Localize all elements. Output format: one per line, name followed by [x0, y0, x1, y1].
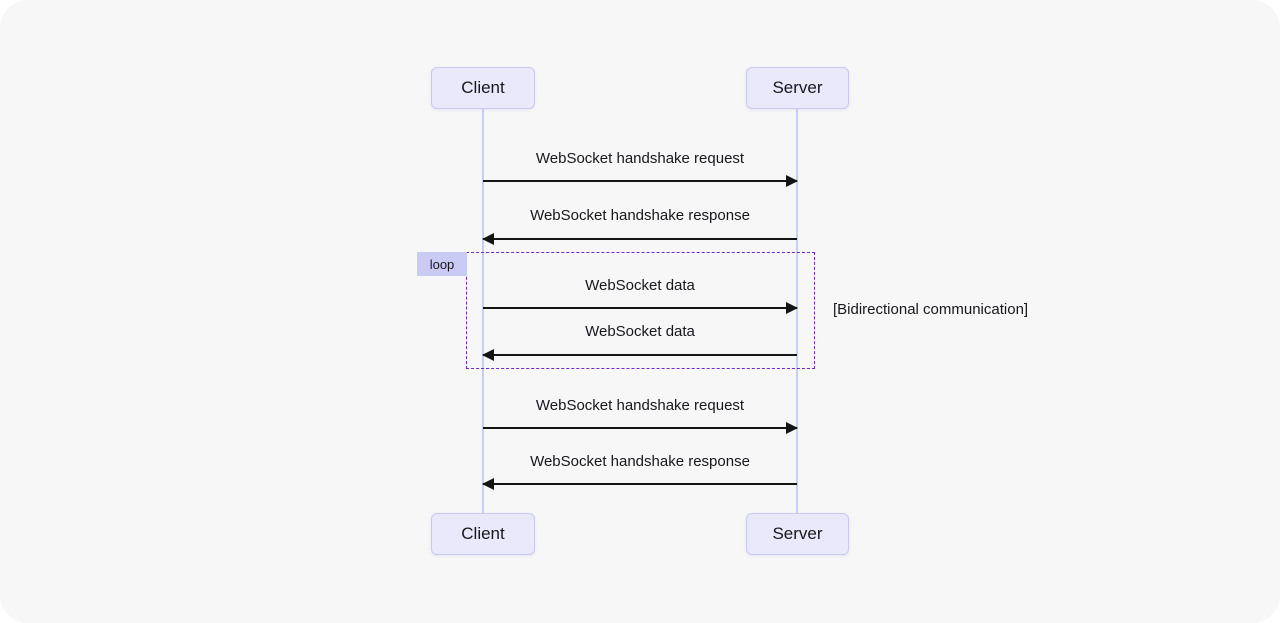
message-text: WebSocket handshake request	[535, 150, 745, 167]
message-arrow-left	[482, 233, 797, 245]
actor-server-bottom-label: Server	[772, 524, 823, 543]
message-text: WebSocket data	[585, 277, 695, 294]
message-arrow-left	[482, 349, 797, 361]
message-text: WebSocket handshake response	[530, 207, 750, 224]
message-arrow-right	[483, 302, 798, 314]
message-arrow-right	[483, 422, 798, 434]
loop-fragment-label: loop	[417, 252, 467, 276]
actor-client-top-label: Client	[461, 78, 505, 97]
message-arrow-right	[483, 175, 798, 187]
message-text: WebSocket handshake response	[530, 453, 750, 470]
actor-client-top: Client	[431, 67, 535, 109]
message-arrow-left	[482, 478, 797, 490]
message-text: WebSocket data	[585, 323, 695, 340]
actor-client-bottom-label: Client	[461, 524, 505, 543]
actor-server-bottom: Server	[746, 513, 849, 555]
loop-condition-text: [Bidirectional communication]	[833, 301, 1029, 318]
actor-server-top: Server	[746, 67, 849, 109]
actor-client-bottom: Client	[431, 513, 535, 555]
loop-fragment-box	[466, 252, 815, 369]
loop-label-text: loop	[429, 256, 455, 272]
message-text: WebSocket handshake request	[535, 397, 745, 414]
lifeline-client	[482, 109, 484, 513]
actor-server-top-label: Server	[772, 78, 823, 97]
